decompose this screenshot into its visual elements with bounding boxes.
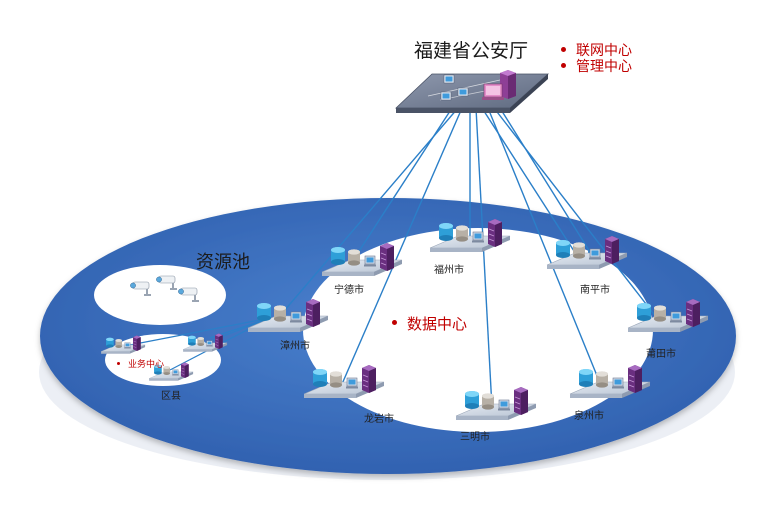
city-label-fuzhou: 福州市 [434, 265, 464, 276]
headquarters-title: 福建省公安厅 [414, 40, 529, 62]
city-label-quanzhou: 泉州市 [574, 411, 604, 422]
workstation-icon [440, 74, 469, 101]
county-label: 区县 [161, 391, 181, 402]
data-center-ring [303, 228, 653, 432]
city-label-ningde: 宁德市 [334, 285, 364, 296]
bullet-dot [117, 362, 120, 365]
headquarters-platform [394, 70, 550, 113]
data-center-label: 数据中心 [392, 313, 467, 334]
city-label-putian: 莆田市 [646, 349, 676, 360]
business-center-text: 业务中心 [128, 360, 165, 370]
city-label-longyan: 龙岩市 [364, 414, 394, 425]
bullet-dot [561, 46, 566, 52]
resource-pool-title: 资源池 [196, 252, 250, 273]
hq-role-label: 管理中心 [576, 59, 632, 75]
data-center-text: 数据中心 [407, 315, 468, 333]
backbone-links [277, 107, 661, 409]
city-label-zhangzhou: 漳州市 [280, 341, 310, 352]
city-label-nanping: 南平市 [580, 285, 610, 296]
business-center-label: 业务中心 [117, 357, 164, 370]
hq-role-label: 联网中心 [576, 43, 632, 59]
bullet-dot [561, 62, 566, 68]
camera-cluster-island [94, 265, 226, 325]
hq-role-item: 管理中心 [561, 56, 632, 76]
bullet-dot [392, 320, 397, 325]
hq-role-item: 联网中心 [561, 40, 632, 60]
city-label-sanming: 三明市 [460, 432, 490, 443]
server-icon [482, 70, 516, 100]
